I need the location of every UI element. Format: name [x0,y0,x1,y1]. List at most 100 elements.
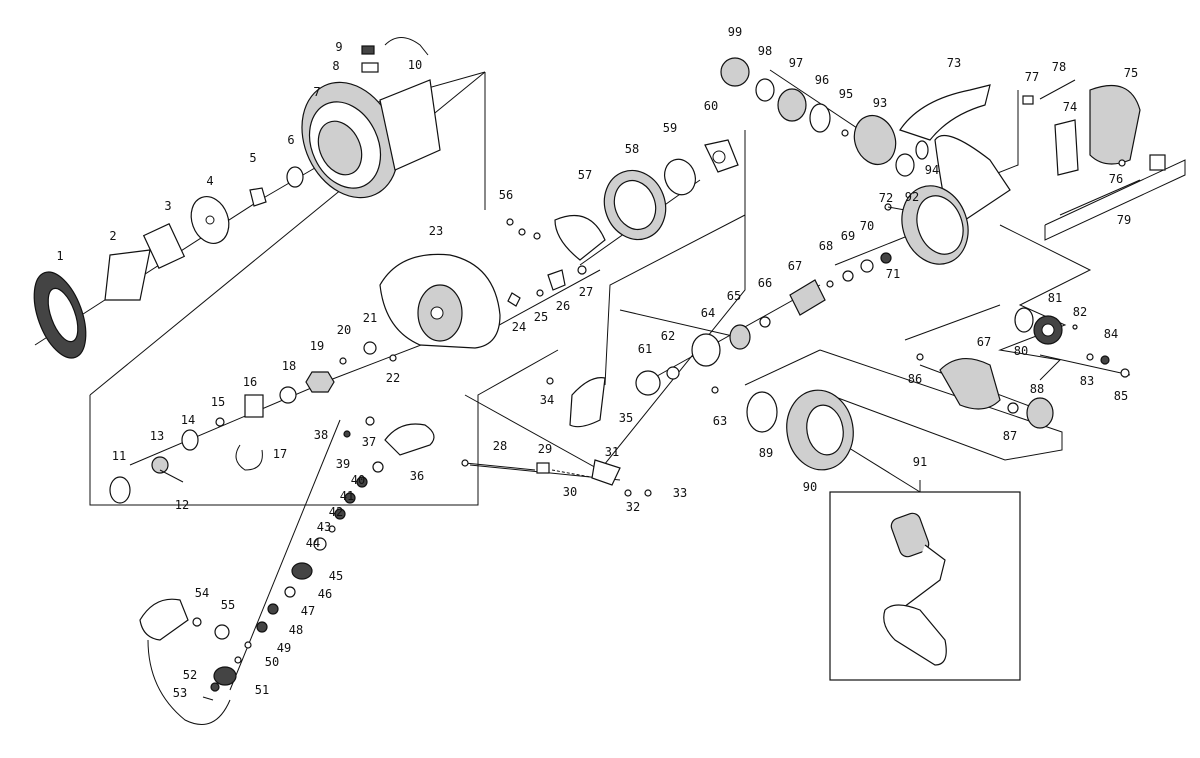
part-labels: 1234567891011121314151617181920212223242… [56,25,1138,700]
part-number-95: 95 [839,87,853,101]
part-number-33: 33 [673,486,687,500]
part-number-7: 7 [313,85,320,99]
part-number-23: 23 [429,224,443,238]
part-number-24: 24 [512,320,526,334]
part-number-32: 32 [626,500,640,514]
part-number-51: 51 [255,683,269,697]
part-number-55: 55 [221,598,235,612]
part-number-66: 66 [758,276,772,290]
part-number-25: 25 [534,310,548,324]
part-number-56: 56 [499,188,513,202]
part-number-72: 72 [879,191,893,205]
part-number-52: 52 [183,668,197,682]
part-number-93: 93 [873,96,887,110]
part-number-77: 77 [1025,70,1039,84]
part-number-2: 2 [109,229,116,243]
part-number-71: 71 [886,267,900,281]
part-number-80: 80 [1014,344,1028,358]
part-number-46: 46 [318,587,332,601]
part-number-86: 86 [908,372,922,386]
part-number-90: 90 [803,480,817,494]
part-number-20: 20 [337,323,351,337]
part-number-60: 60 [704,99,718,113]
part-number-83: 83 [1080,374,1094,388]
part-number-16: 16 [243,375,257,389]
part-number-21: 21 [363,311,377,325]
part-number-30: 30 [563,485,577,499]
part-number-68: 68 [819,239,833,253]
part-number-62: 62 [661,329,675,343]
part-number-10: 10 [408,58,422,72]
part-number-76: 76 [1109,172,1123,186]
part-number-42: 42 [329,505,343,519]
part-number-73: 73 [947,56,961,70]
part-number-47: 47 [301,604,315,618]
part-number-64: 64 [701,306,715,320]
part-number-65: 65 [727,289,741,303]
part-number-40: 40 [351,473,365,487]
part-number-88: 88 [1030,382,1044,396]
part-number-44: 44 [306,536,320,550]
part-number-37: 37 [362,435,376,449]
part-number-28: 28 [493,439,507,453]
part-number-58: 58 [625,142,639,156]
part-number-45: 45 [329,569,343,583]
part-number-49: 49 [277,641,291,655]
part-number-82: 82 [1073,305,1087,319]
part-number-75: 75 [1124,66,1138,80]
part-number-13: 13 [150,429,164,443]
part-number-4: 4 [206,174,213,188]
part-number-3: 3 [164,199,171,213]
part-number-74: 74 [1063,100,1077,114]
part-number-41: 41 [340,489,354,503]
part-number-35: 35 [619,411,633,425]
part-number-69: 69 [841,229,855,243]
handle-frame [829,491,1021,681]
part-number-29: 29 [538,442,552,456]
part-number-63: 63 [713,414,727,428]
part-number-99: 99 [728,25,742,39]
part-number-48: 48 [289,623,303,637]
part-number-59: 59 [663,121,677,135]
part-number-89: 89 [759,446,773,460]
part-number-19: 19 [310,339,324,353]
part-number-11: 11 [112,449,126,463]
part-number-87: 87 [1003,429,1017,443]
part-number-39: 39 [336,457,350,471]
part-number-9: 9 [335,40,342,54]
part-number-78: 78 [1052,60,1066,74]
part-number-70: 70 [860,219,874,233]
part-shapes [33,37,1166,725]
part-number-92: 92 [905,190,919,204]
part-number-57: 57 [578,168,592,182]
part-number-15: 15 [211,395,225,409]
part-number-94: 94 [925,163,939,177]
part-number-31: 31 [605,445,619,459]
part-number-61: 61 [638,342,652,356]
part-number-53: 53 [173,686,187,700]
part-number-22: 22 [386,371,400,385]
part-number-79: 79 [1117,213,1131,227]
part-number-38: 38 [314,428,328,442]
part-number-50: 50 [265,655,279,669]
part-number-8: 8 [332,59,339,73]
part-number-54: 54 [195,586,209,600]
part-number-96: 96 [815,73,829,87]
part-number-26: 26 [556,299,570,313]
part-number-97: 97 [789,56,803,70]
part-number-18: 18 [282,359,296,373]
part-number-5: 5 [249,151,256,165]
part-number-84: 84 [1104,327,1118,341]
part-number-36: 36 [410,469,424,483]
part-number-27: 27 [579,285,593,299]
part-number-98: 98 [758,44,772,58]
part-number-85: 85 [1114,389,1128,403]
part-number-12: 12 [175,498,189,512]
part-number-81: 81 [1048,291,1062,305]
part-number-1: 1 [56,249,63,263]
part-number-14: 14 [181,413,195,427]
part-number-91: 91 [913,455,927,469]
part-number-34: 34 [540,393,554,407]
part-number-6: 6 [287,133,294,147]
